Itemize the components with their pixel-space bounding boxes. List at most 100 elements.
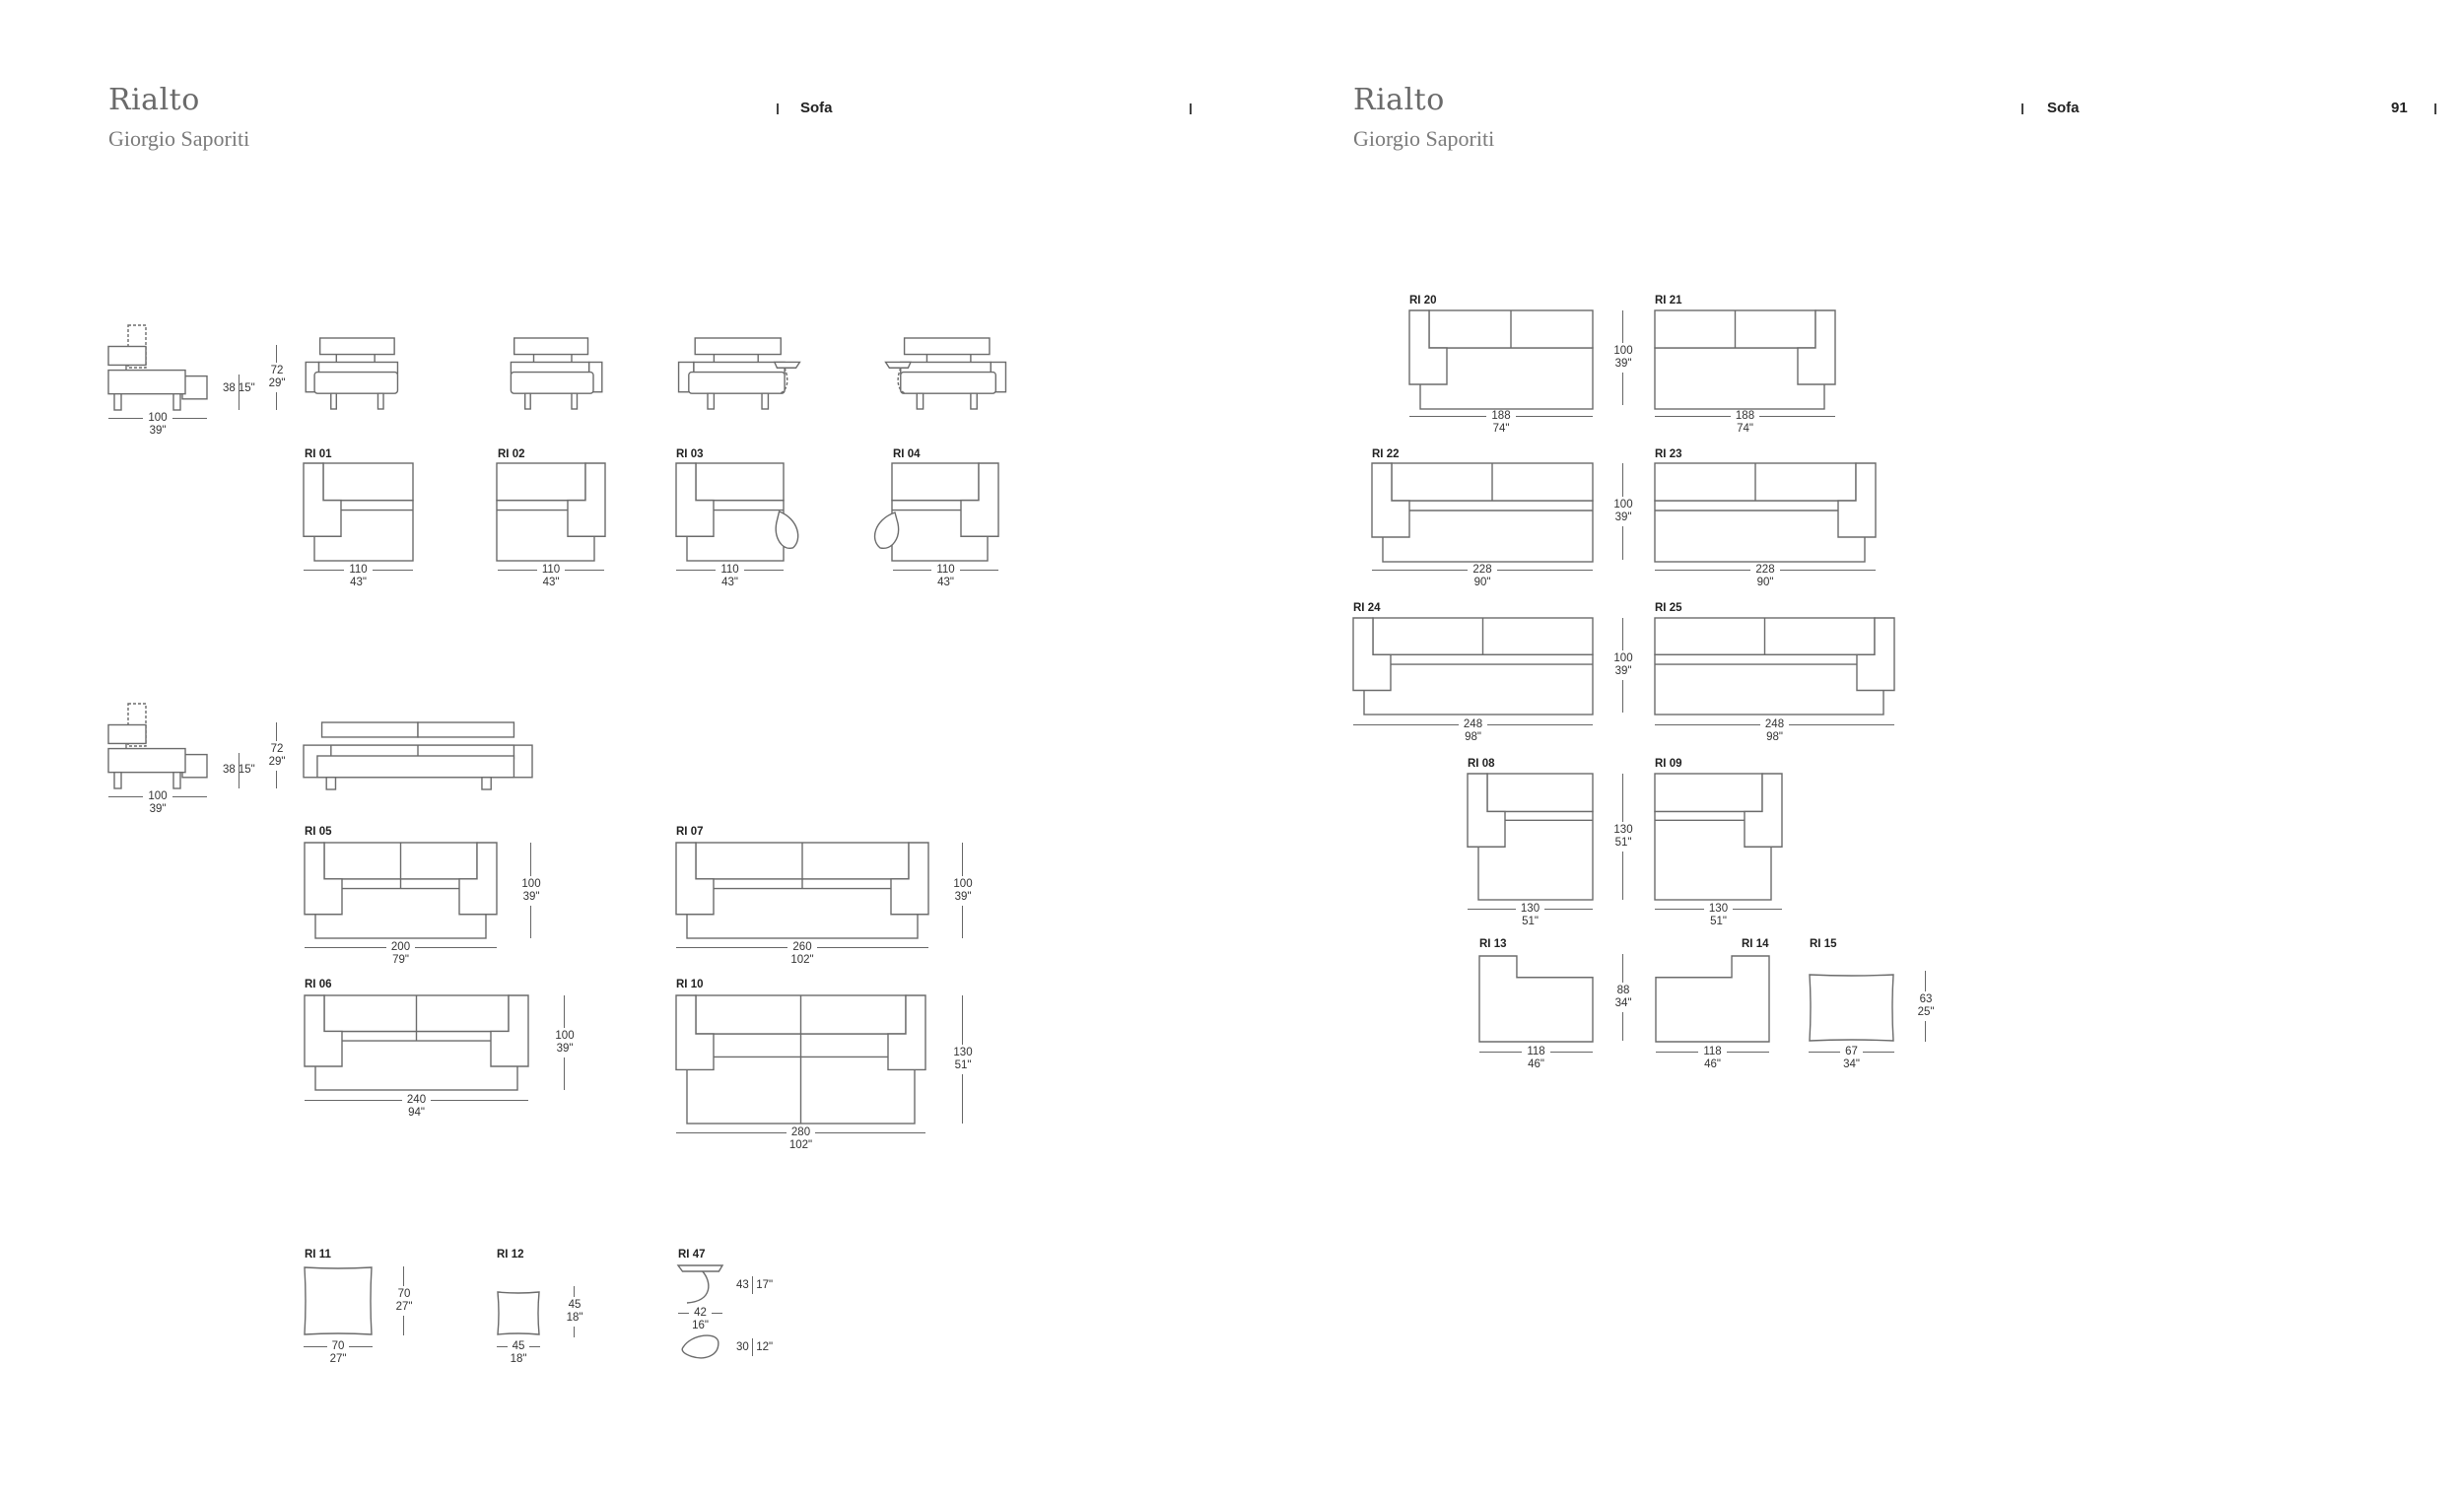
- armrest: [1352, 617, 1392, 692]
- divider-mark: [2434, 103, 2436, 114]
- armrest: [1837, 462, 1877, 538]
- page-title-right: Rialto: [1353, 83, 1445, 117]
- model-code: RI 24: [1353, 602, 1381, 614]
- armrest: [567, 462, 606, 537]
- side-table: [873, 511, 900, 549]
- seat-front: [181, 375, 208, 400]
- ri25-plan: [1654, 617, 1895, 716]
- seat: [1654, 500, 1866, 563]
- model-code: RI 47: [678, 1249, 706, 1261]
- ri20-plan: [1408, 309, 1594, 410]
- ottoman: [497, 1291, 540, 1335]
- ri01-front-view: [305, 337, 399, 410]
- designer-name-right: Giorgio Saporiti: [1353, 126, 1495, 151]
- tray-stem: [779, 367, 788, 394]
- leg: [571, 392, 579, 410]
- armrest: [1371, 462, 1410, 538]
- page-number: 91: [2391, 100, 2408, 116]
- leg: [113, 771, 122, 789]
- backrest: [322, 462, 414, 502]
- armrest: [887, 994, 926, 1071]
- ri03-plan: [675, 462, 785, 562]
- armrest: [304, 842, 343, 916]
- model-code: RI 08: [1468, 758, 1495, 770]
- model-code: RI 25: [1655, 602, 1682, 614]
- leg: [172, 392, 181, 411]
- divider-mark: [777, 103, 779, 114]
- designer-name-left: Giorgio Saporiti: [108, 126, 250, 151]
- headrest: [903, 337, 991, 356]
- headrest: [320, 721, 419, 738]
- tray: [773, 361, 801, 369]
- body: [107, 369, 186, 395]
- ri47-table-top-plan: [681, 1334, 719, 1359]
- model-code: RI 02: [498, 448, 525, 460]
- armrest: [458, 842, 498, 916]
- model-code: RI 04: [893, 448, 921, 460]
- headrest: [694, 337, 782, 356]
- body: [107, 747, 186, 774]
- ri15-plan: [1809, 974, 1894, 1042]
- model-code: RI 06: [305, 979, 332, 990]
- ri23-plan: [1654, 462, 1877, 563]
- armrest: [1856, 617, 1895, 692]
- armrest: [1408, 309, 1448, 385]
- backrest: [1486, 773, 1594, 813]
- model-code: RI 09: [1655, 758, 1682, 770]
- headrest: [513, 337, 589, 356]
- armrest: [304, 994, 343, 1067]
- side-table: [775, 511, 799, 549]
- leg: [325, 777, 337, 790]
- seat: [1382, 500, 1594, 563]
- leg: [376, 392, 384, 410]
- ri21-plan: [1654, 309, 1836, 410]
- leg: [761, 392, 770, 410]
- seat-cushion: [313, 371, 399, 394]
- armrest: [1467, 773, 1506, 848]
- model-code: RI 03: [676, 448, 704, 460]
- ri14-plan: [1655, 955, 1770, 1043]
- armrest: [303, 462, 342, 537]
- sofa-front-view: [303, 721, 533, 790]
- headrest: [318, 337, 395, 356]
- model-code: RI 22: [1372, 448, 1400, 460]
- ri47-side-table-elevation: [676, 1264, 724, 1304]
- armrest: [675, 462, 715, 537]
- table-top: [676, 1264, 724, 1272]
- headrest: [107, 345, 147, 367]
- model-code: RI 12: [497, 1249, 524, 1261]
- armrest: [1797, 309, 1836, 385]
- tray: [884, 361, 913, 369]
- model-code: RI 14: [1742, 938, 1769, 950]
- leg: [916, 392, 924, 410]
- model-code: RI 01: [305, 448, 332, 460]
- ri06-plan: [304, 994, 529, 1091]
- model-code: RI 13: [1479, 938, 1507, 950]
- ottoman: [1809, 974, 1894, 1042]
- model-code: RI 05: [305, 826, 332, 838]
- armrest: [1744, 773, 1783, 848]
